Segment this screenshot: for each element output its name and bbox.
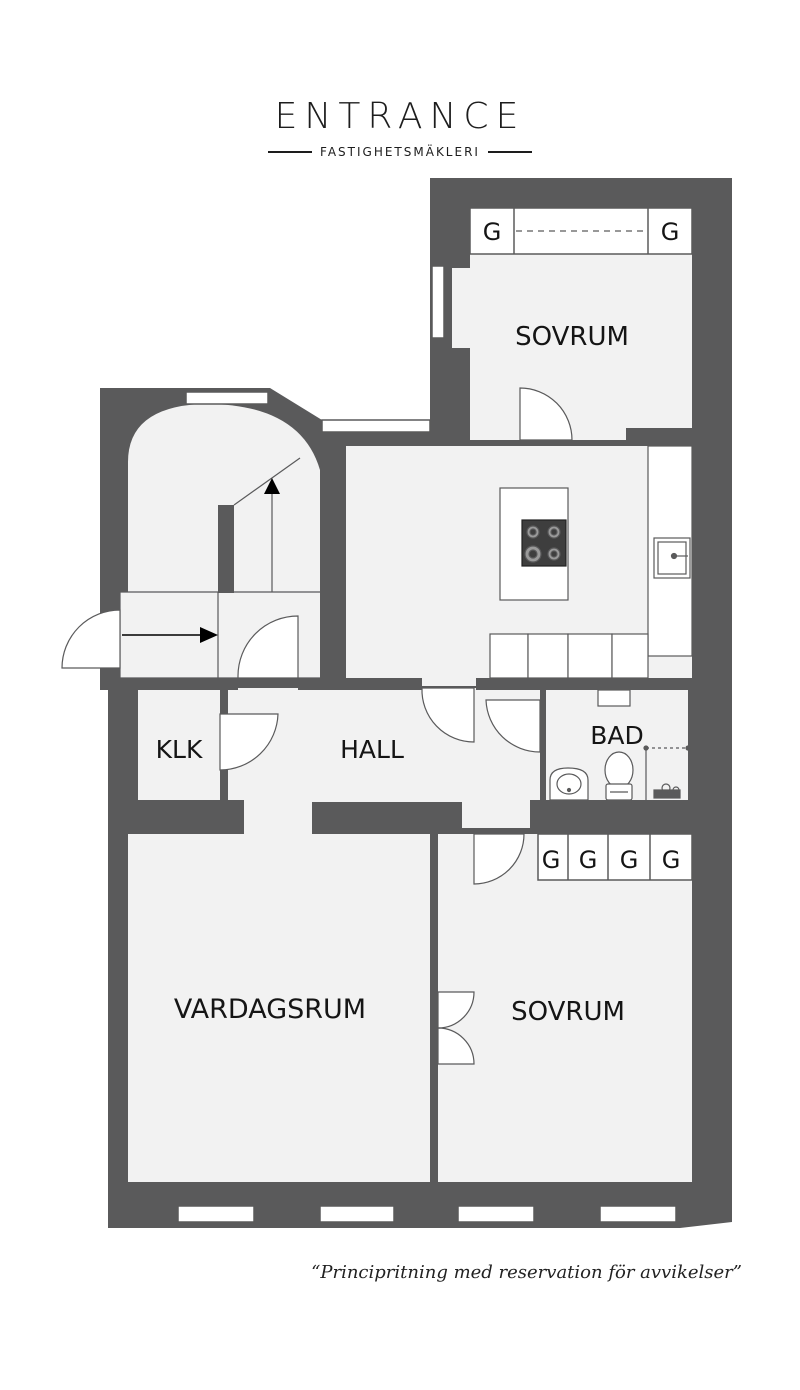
door-sovrum-bottom xyxy=(473,833,525,885)
wardrobe-top: G G xyxy=(469,207,693,255)
door-sovrum-top xyxy=(519,387,573,441)
windows xyxy=(177,265,677,1223)
room-label-sovrum-top: SOVRUM xyxy=(515,322,629,352)
wardrobe-label: G xyxy=(483,218,502,246)
door-entry xyxy=(61,609,121,669)
washbasin-icon xyxy=(549,767,589,801)
shower-icon xyxy=(643,745,691,800)
window xyxy=(457,1205,535,1223)
kitchen-cabinets xyxy=(489,633,649,679)
wardrobe-label: G xyxy=(542,846,561,874)
window xyxy=(599,1205,677,1223)
door-klk xyxy=(219,713,279,771)
wardrobe-label: G xyxy=(620,846,639,874)
window xyxy=(185,391,269,405)
floor-vardagsrum xyxy=(128,834,430,1182)
window xyxy=(319,1205,395,1223)
wardrobe-label: G xyxy=(661,218,680,246)
toilet-icon xyxy=(604,751,634,801)
floor-sovrum-bottom xyxy=(438,834,692,1182)
floor-klk xyxy=(138,690,220,802)
wardrobe-label: G xyxy=(662,846,681,874)
brand-tagline-row: FASTIGHETSMÄKLERI xyxy=(0,145,800,159)
window xyxy=(321,419,431,433)
room-label-vardagsrum: VARDAGSRUM xyxy=(174,994,366,1025)
cooktop-icon xyxy=(521,519,567,567)
brand-logo: ENTRANCE FASTIGHETSMÄKLERI xyxy=(0,96,800,159)
bathroom xyxy=(549,689,691,801)
room-label-sovrum-bottom: SOVRUM xyxy=(511,997,625,1027)
room-label-bad: BAD xyxy=(590,721,644,750)
door-bad xyxy=(485,699,541,753)
tagline-rule-left xyxy=(268,151,313,153)
brand-tagline: FASTIGHETSMÄKLERI xyxy=(320,145,480,159)
door-stair xyxy=(237,615,299,679)
floor-sovrum-top xyxy=(452,208,692,440)
doors xyxy=(61,387,573,1065)
window xyxy=(177,1205,255,1223)
tagline-rule-right xyxy=(487,151,532,153)
door-double-right xyxy=(437,1027,475,1065)
brand-name: ENTRANCE xyxy=(274,96,526,137)
wardrobe-bottom: G G G G xyxy=(537,833,693,881)
room-label-hall: HALL xyxy=(340,735,404,764)
wardrobe-label: G xyxy=(579,846,598,874)
kitchen xyxy=(489,445,693,679)
stairs-arrow-icon xyxy=(264,478,280,494)
disclaimer: “Principritning med reservation för avvi… xyxy=(311,1262,742,1283)
room-label-klk: KLK xyxy=(156,735,203,764)
interior-walls xyxy=(128,505,692,1228)
entry-arrow-icon xyxy=(200,627,218,643)
window xyxy=(431,265,445,339)
door-kitchen xyxy=(421,687,475,743)
